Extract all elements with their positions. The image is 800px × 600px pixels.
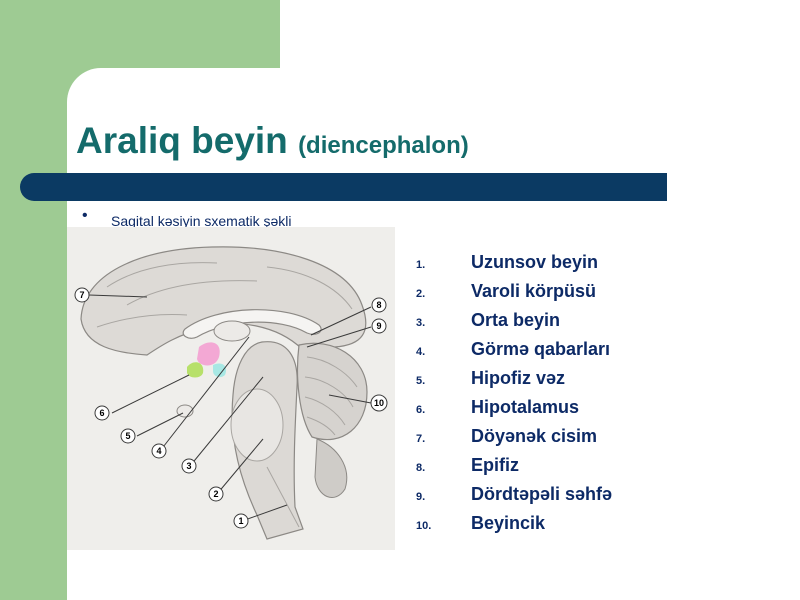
svg-text:1: 1: [238, 516, 243, 526]
list-label: Varoli körpüsü: [471, 281, 597, 301]
svg-text:2: 2: [213, 489, 218, 499]
svg-text:6: 6: [99, 408, 104, 418]
list-label: Görmə qabarları: [471, 339, 611, 359]
list-label: Dördtəpəli səhfə: [471, 484, 613, 504]
svg-text:4: 4: [156, 446, 161, 456]
slide-title: Araliq beyin (diencephalon): [76, 118, 469, 169]
title-main: Araliq beyin: [76, 120, 288, 161]
list-number: 3.: [416, 317, 426, 329]
list-number: 10.: [416, 520, 432, 532]
callout-5: 5: [120, 428, 136, 444]
list-number: 9.: [416, 491, 426, 503]
brain-sagittal-illustration: 7 8 9 10 6 5 4 3 2 1: [74, 246, 388, 540]
list-label: Epifiz: [471, 455, 519, 475]
svg-text:9: 9: [376, 321, 381, 331]
callout-1: 1: [233, 513, 249, 529]
callout-6: 6: [94, 405, 110, 421]
callout-9: 9: [371, 318, 387, 334]
list-number: 5.: [416, 375, 426, 387]
callout-8: 8: [371, 297, 387, 313]
svg-text:3: 3: [186, 461, 191, 471]
svg-text:7: 7: [79, 290, 84, 300]
background-green-left: [0, 0, 67, 600]
callout-3: 3: [181, 458, 197, 474]
list-label: Uzunsov beyin: [471, 252, 599, 272]
list-number: 7.: [416, 433, 426, 445]
brain-sagittal-figure: 7 8 9 10 6 5 4 3 2 1: [67, 227, 395, 550]
list-label: Hipofiz vəz: [471, 368, 566, 388]
list-number: 1.: [416, 259, 426, 271]
svg-text:5: 5: [125, 431, 130, 441]
title-sub: (diencephalon): [298, 132, 469, 159]
bullet-dot-icon: •: [82, 207, 88, 224]
title-underline-bar: [20, 173, 667, 201]
list-label: Döyənək cisim: [471, 426, 598, 446]
list-label: Orta beyin: [471, 310, 561, 330]
callout-10: 10: [370, 394, 388, 412]
callout-2: 2: [208, 486, 224, 502]
list-number: 6.: [416, 404, 426, 416]
svg-text:8: 8: [376, 300, 381, 310]
list-number: 8.: [416, 462, 426, 474]
list-label: Hipotalamus: [471, 397, 580, 417]
list-number: 4.: [416, 346, 426, 358]
callout-7: 7: [74, 287, 90, 303]
svg-text:10: 10: [374, 398, 384, 408]
list-label: Beyincik: [471, 513, 546, 533]
list-number: 2.: [416, 288, 426, 300]
bullet-caption: Sagital kəsiyin sxematik şəkli: [111, 213, 292, 227]
callout-4: 4: [151, 443, 167, 459]
